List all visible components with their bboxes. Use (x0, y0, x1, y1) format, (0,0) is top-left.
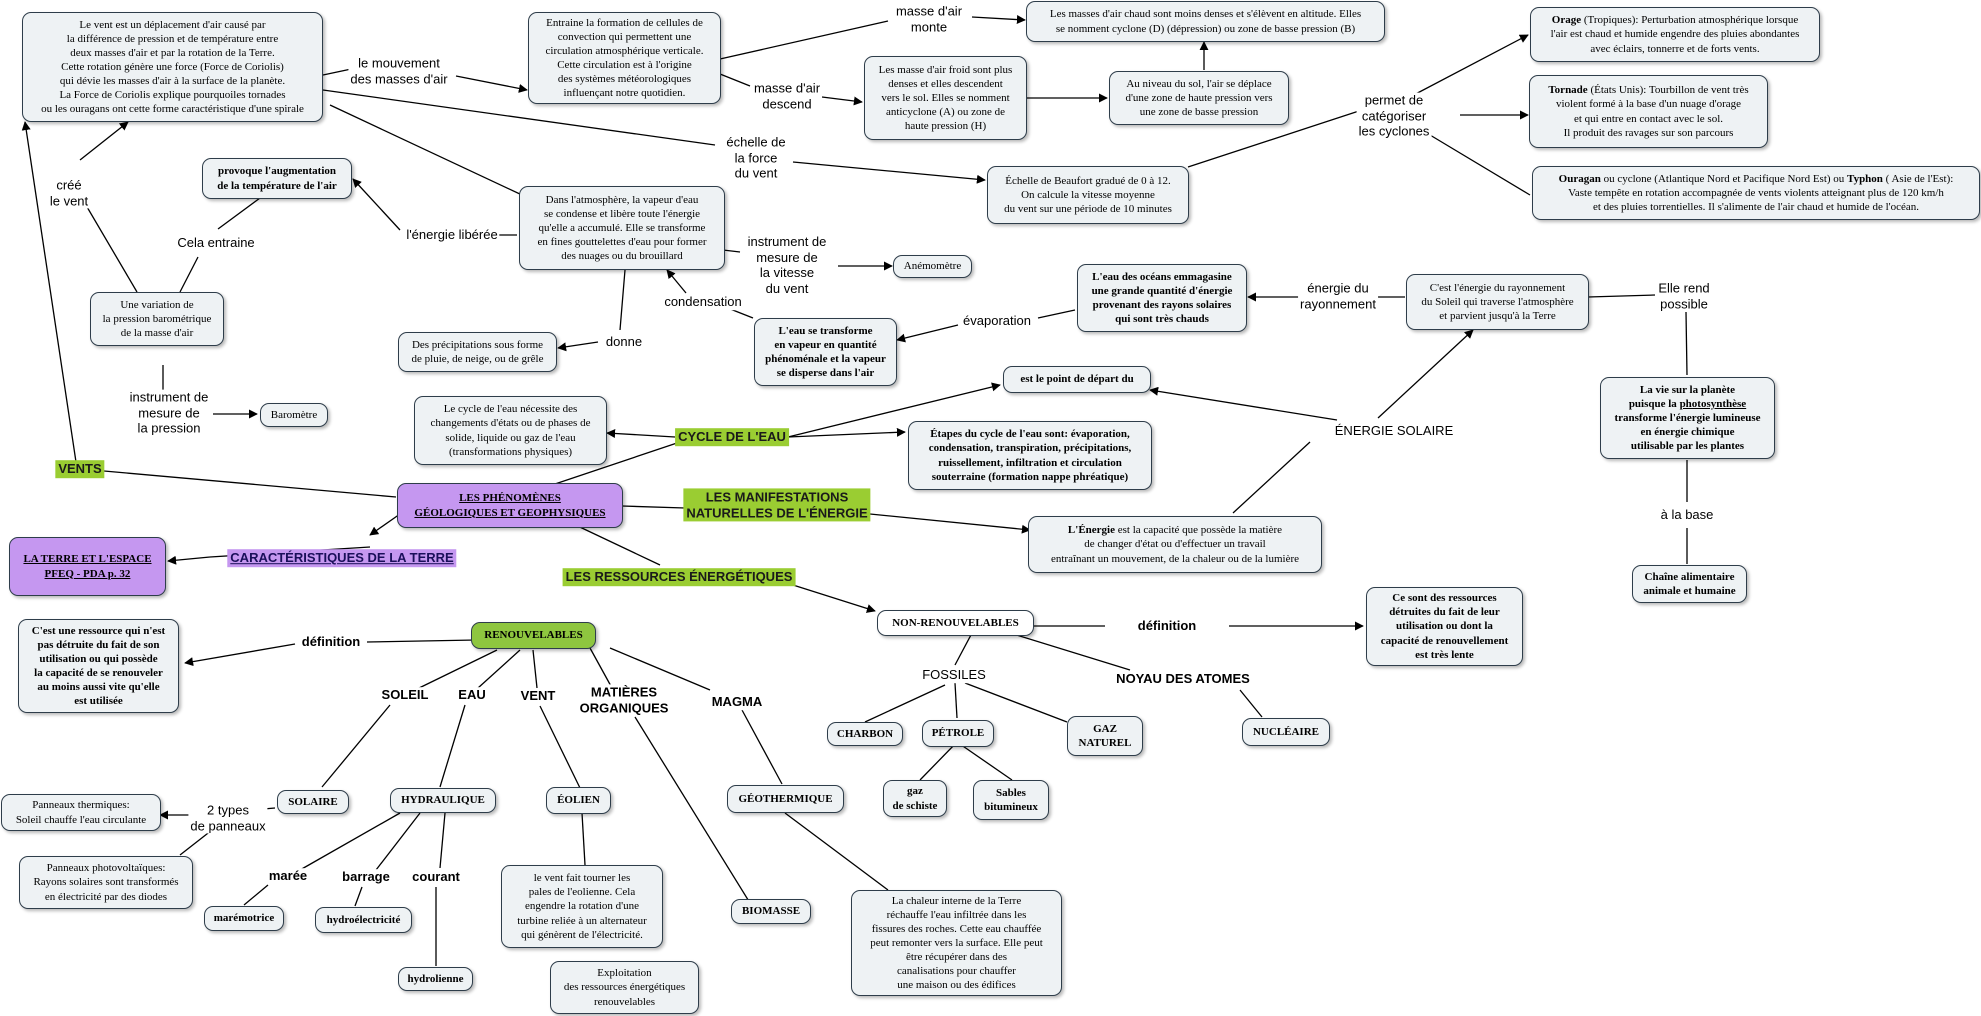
label-cela-entraine: Cela entraine (175, 235, 257, 251)
sables-bitumineux-node: Sables bitumineux (973, 780, 1049, 820)
vent-definition-box: Le vent est un déplacement d'air causé p… (22, 12, 323, 122)
ouragan-box: Ouragan ou cyclone (Atlantique Nord et P… (1532, 166, 1980, 220)
water-evaporation-box: L'eau se transforme en vapeur en quantit… (754, 318, 897, 386)
label-cree-vent: créé le vent (47, 177, 91, 209)
label-eau: EAU (456, 687, 488, 703)
label-instrument-vitesse: instrument de mesure de la vitesse du ve… (745, 233, 829, 297)
phenomenes-label: LES PHÉNOMÈNES GÉOLOGIQUES ET GEOPHYSIQU… (414, 492, 606, 519)
water-cycle-definition-box: Le cycle de l'eau nécessite des changeme… (414, 396, 607, 465)
terre-espace-node[interactable]: LA TERRE ET L'ESPACE PFEQ - PDA p. 32 (9, 537, 166, 596)
renewable-definition-box: C'est une ressource qui n'est pas détrui… (18, 619, 179, 713)
label-echelle: échelle de la force du vent (724, 134, 788, 182)
renouvelables-node: RENOUVELABLES (471, 622, 596, 649)
nucleaire-node: NUCLÉAIRE (1242, 718, 1330, 746)
orage-box: Orage (Tropiques): Perturbation atmosphé… (1530, 7, 1820, 62)
charbon-node: CHARBON (827, 722, 903, 746)
hydroelectricite-node: hydroélectricité (315, 907, 412, 933)
geothermique-node: GÉOTHERMIQUE (727, 785, 844, 813)
label-caracteristiques[interactable]: CARACTÉRISTIQUES DE LA TERRE (227, 549, 457, 567)
oceans-energy-box: L'eau des océans emmagasine une grande q… (1077, 264, 1247, 332)
label-matieres-organiques: MATIÈRES ORGANIQUES (577, 684, 671, 716)
label-instrument-pression: instrument de mesure de la pression (127, 389, 211, 437)
precipitations-box: Des précipitations sous forme de pluie, … (398, 332, 557, 372)
water-vapor-box: Dans l'atmosphère, la vapeur d'eau se co… (519, 186, 725, 270)
hydraulique-node: HYDRAULIQUE (390, 788, 496, 813)
label-energie-liberee: l'énergie libérée (404, 227, 500, 243)
barometre-box: Baromètre (260, 403, 328, 427)
non-renewable-definition-box: Ce sont des ressources détruites du fait… (1366, 587, 1523, 666)
label-descend: masse d'air descend (751, 80, 823, 112)
wind-turbine-box: le vent fait tourner les pales de l'eoli… (501, 865, 663, 948)
label-manifestations: LES MANIFESTATIONS NATURELLES DE L'ÉNERG… (683, 488, 871, 522)
solaire-node: SOLAIRE (277, 790, 349, 814)
label-soleil: SOLEIL (379, 687, 431, 703)
maremotrice-node: marémotrice (204, 906, 284, 931)
label-magma: MAGMA (709, 694, 765, 710)
exploitation-box: Exploitation des ressources énergétiques… (550, 961, 699, 1014)
geothermal-explanation-box: La chaleur interne de la Terre réchauffe… (851, 890, 1062, 996)
cold-air-masses-box: Les masse d'air froid sont plus denses e… (864, 56, 1027, 140)
thermal-panels-box: Panneaux thermiques: Soleil chauffe l'ea… (1, 794, 161, 831)
convection-cells-box: Entraine la formation de cellules de con… (528, 12, 721, 104)
label-categoriser: permet de catégoriser les cyclones (1356, 92, 1432, 140)
label-condensation: condensation (662, 294, 744, 310)
label-barrage: barrage (340, 869, 392, 885)
terre-espace-label: LA TERRE ET L'ESPACE PFEQ - PDA p. 32 (23, 553, 152, 580)
tornade-box: Tornade (États Unis): Tourbillon de vent… (1529, 75, 1768, 148)
label-vents: VENTS (55, 460, 105, 478)
label-vent: VENT (518, 688, 558, 704)
label-definition-non-renouvelables: définition (1135, 618, 1199, 634)
label-energie-rayonnement: énergie du rayonnement (1298, 280, 1378, 312)
solar-radiation-box: C'est l'énergie du rayonnement du Soleil… (1406, 274, 1589, 330)
energy-definition-box: L'Énergie est la capacité que possède la… (1028, 516, 1322, 573)
starting-point-box: est le point de départ du (1003, 366, 1151, 393)
biomasse-node: BIOMASSE (731, 899, 811, 924)
non-renouvelables-node: NON-RENOUVELABLES (877, 610, 1034, 636)
label-monte: masse d'air monte (893, 3, 965, 35)
label-definition-renouvelables: définition (299, 634, 363, 650)
label-donne: donne (603, 334, 645, 350)
label-mouvement: le mouvement des masses d'air (348, 55, 450, 87)
gaz-naturel-node: GAZ NATUREL (1067, 716, 1143, 756)
label-ressources: LES RESSOURCES ÉNERGÉTIQUES (562, 568, 796, 586)
label-rend-possible: Elle rend possible (1656, 280, 1712, 312)
pressure-variation-box: Une variation de la pression barométriqu… (90, 292, 224, 346)
anemometre-box: Anémomètre (893, 255, 972, 278)
label-courant: courant (410, 869, 462, 885)
label-evaporation: évaporation (961, 313, 1033, 329)
ground-level-box: Au niveau du sol, l'air se déplace d'une… (1109, 71, 1289, 125)
phenomenes-node: LES PHÉNOMÈNES GÉOLOGIQUES ET GEOPHYSIQU… (397, 483, 623, 528)
eolien-node: ÉOLIEN (546, 787, 611, 814)
label-noyau-atomes: NOYAU DES ATOMES (1114, 671, 1252, 687)
gaz-schiste-node: gaz de schiste (883, 780, 947, 817)
temperature-increase-box: provoque l'augmentation de la températur… (202, 158, 352, 199)
label-maree: marée (266, 868, 310, 884)
label-energie-solaire: ÉNERGIE SOLAIRE (1332, 423, 1456, 439)
beaufort-scale-box: Échelle de Beaufort gradué de 0 à 12. On… (987, 166, 1189, 224)
warm-air-masses-box: Les masses d'air chaud sont moins denses… (1026, 1, 1385, 42)
label-types-panneaux: 2 types de panneaux (188, 802, 268, 834)
label-fossiles: FOSSILES (920, 667, 988, 683)
hydrolienne-node: hydrolienne (398, 967, 473, 991)
label-cycle-eau: CYCLE DE L'EAU (675, 428, 789, 446)
petrole-node: PÉTROLE (922, 720, 994, 747)
label-a-la-base: à la base (1658, 507, 1716, 523)
photovoltaic-panels-box: Panneaux photovoltaïques: Rayons solaire… (19, 856, 193, 909)
water-cycle-steps-box: Étapes du cycle de l'eau sont: évaporati… (908, 421, 1152, 490)
food-chain-box: Chaîne alimentaire animale et humaine (1632, 565, 1747, 603)
